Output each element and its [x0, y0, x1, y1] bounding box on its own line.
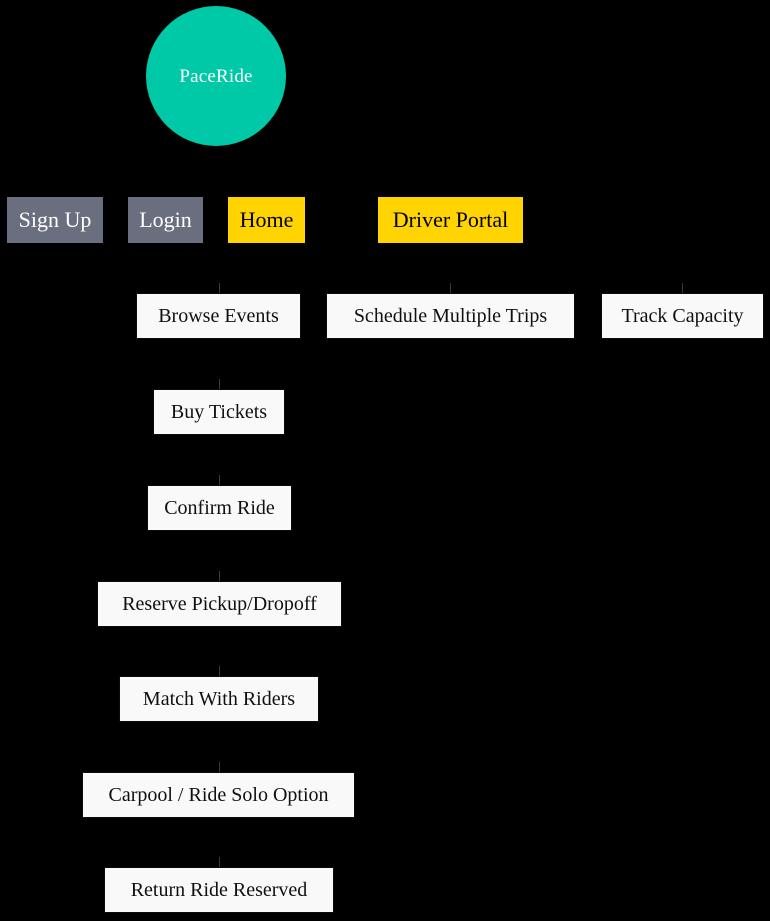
edge-connector-2 [682, 283, 683, 293]
nav-button-driver-portal[interactable]: Driver Portal [378, 197, 523, 243]
edge-connector-0 [219, 283, 220, 293]
node-schedule-multiple-trips[interactable]: Schedule Multiple Trips [326, 293, 575, 339]
node-label: Return Ride Reserved [130, 879, 308, 901]
node-label: Confirm Ride [164, 497, 275, 519]
logo-node-paceride[interactable]: PaceRide [146, 6, 286, 146]
node-return-ride-reserved[interactable]: Return Ride Reserved [104, 867, 334, 913]
edge-connector-1 [450, 283, 451, 293]
nav-button-login[interactable]: Login [128, 197, 203, 243]
nav-button-label: Sign Up [18, 207, 92, 232]
node-buy-tickets[interactable]: Buy Tickets [153, 389, 285, 435]
node-label: Browse Events [158, 305, 279, 327]
edge-connector-6 [219, 666, 220, 676]
node-confirm-ride[interactable]: Confirm Ride [147, 485, 292, 531]
node-label: Reserve Pickup/Dropoff [122, 593, 317, 615]
node-track-capacity[interactable]: Track Capacity [601, 293, 764, 339]
edge-connector-7 [219, 762, 220, 772]
nav-button-label: Login [139, 207, 192, 232]
edge-connector-5 [219, 571, 220, 581]
edge-connector-4 [219, 475, 220, 485]
nav-button-home[interactable]: Home [228, 197, 305, 243]
node-label: Match With Riders [142, 688, 296, 710]
node-label: Carpool / Ride Solo Option [108, 784, 329, 806]
node-match-with-riders[interactable]: Match With Riders [119, 676, 319, 722]
nav-button-label: Home [239, 207, 294, 232]
nav-button-sign-up[interactable]: Sign Up [7, 197, 103, 243]
node-reserve-pickup-dropoff[interactable]: Reserve Pickup/Dropoff [97, 581, 342, 627]
node-label: Track Capacity [621, 305, 744, 327]
logo-label: PaceRide [179, 65, 253, 87]
edge-connector-8 [219, 857, 220, 867]
node-label: Schedule Multiple Trips [353, 305, 548, 327]
node-label: Buy Tickets [170, 401, 268, 423]
edge-connector-3 [219, 379, 220, 389]
node-carpool-ride-solo-option[interactable]: Carpool / Ride Solo Option [82, 772, 355, 818]
node-browse-events[interactable]: Browse Events [136, 293, 301, 339]
nav-button-label: Driver Portal [392, 207, 509, 232]
